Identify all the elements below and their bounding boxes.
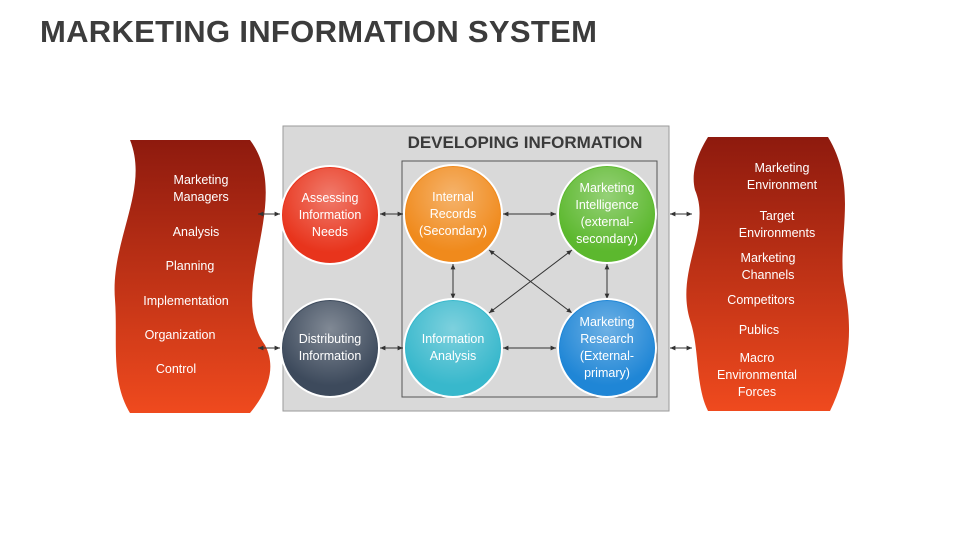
left-item-planning: Planning bbox=[165, 259, 215, 273]
right-item-publics: Publics bbox=[738, 323, 780, 337]
marketing-intelligence-gloss bbox=[560, 167, 654, 261]
right-item-target-environments: Target Environments bbox=[738, 209, 816, 240]
right-item-marketing-environment: Marketing Environment bbox=[746, 161, 818, 192]
assessing-gloss bbox=[283, 168, 377, 262]
information-analysis-label: Information Analysis bbox=[421, 332, 485, 363]
developing-information-title: DEVELOPING INFORMATION bbox=[407, 133, 643, 152]
distributing-label: Distributing Information bbox=[298, 332, 362, 363]
marketing-research-gloss bbox=[560, 301, 654, 395]
inner-sources-box bbox=[401, 160, 658, 398]
marketing-research-label: Marketing Research (External- primary) bbox=[579, 315, 635, 380]
left-item-control: Control bbox=[155, 362, 197, 376]
right-item-competitors: Competitors bbox=[727, 293, 795, 307]
left-item-analysis: Analysis bbox=[172, 225, 220, 239]
page-title: MARKETING INFORMATION SYSTEM bbox=[40, 14, 598, 49]
internal-records-label: Internal Records (Secondary) bbox=[418, 189, 488, 238]
left-banner bbox=[114, 140, 271, 413]
left-item-marketing-managers: Marketing Managers bbox=[173, 173, 229, 204]
arrow-diagonal-2 bbox=[488, 249, 573, 314]
internal-records-gloss bbox=[406, 167, 500, 261]
distributing-gloss bbox=[283, 301, 377, 395]
left-item-organization: Organization bbox=[144, 328, 216, 342]
information-analysis-gloss bbox=[406, 301, 500, 395]
left-item-implementation: Implementation bbox=[143, 294, 229, 308]
right-item-macro-forces: Macro Environmental Forces bbox=[717, 351, 797, 399]
assessing-label: Assessing Information Needs bbox=[298, 190, 362, 239]
right-item-marketing-channels: Marketing Channels bbox=[740, 251, 796, 282]
right-banner bbox=[686, 137, 850, 411]
marketing-intelligence-label: Marketing Intelligence (external- second… bbox=[575, 181, 639, 246]
